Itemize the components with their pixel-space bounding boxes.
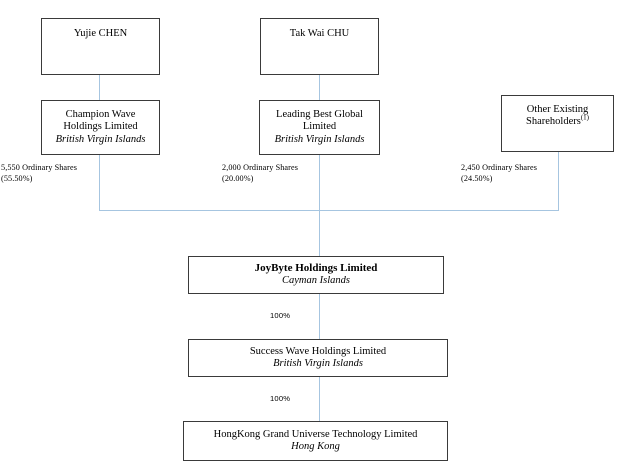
node-label-tak-wai-chu: Tak Wai CHU bbox=[289, 28, 350, 39]
node-label-yujie-chen: Yujie CHEN bbox=[73, 28, 128, 39]
node-joybyte-holdings[interactable]: JoyByte Holdings Limited Cayman Islands bbox=[188, 256, 444, 294]
node-other-existing-shareholders[interactable]: Other Existing Shareholders(1) bbox=[501, 95, 614, 152]
ownership-label-champion-wave: 5,550 Ordinary Shares (55.50%) bbox=[1, 162, 77, 184]
node-tak-wai-chu[interactable]: Tak Wai CHU bbox=[260, 18, 379, 75]
node-label-hongkong-grand: HongKong Grand Universe Technology Limit… bbox=[213, 428, 418, 440]
node-place-champion-wave: British Virgin Islands bbox=[55, 133, 146, 145]
ownership-shares-leading-best: 2,000 Ordinary Shares bbox=[222, 163, 298, 172]
node-champion-wave-holdings[interactable]: Champion Wave Holdings Limited British V… bbox=[41, 100, 160, 155]
connector-tak-to-leading bbox=[319, 75, 320, 100]
ownership-shares-other-shareholders: 2,450 Ordinary Shares bbox=[461, 163, 537, 172]
ownership-percent-leading-best: (20.00%) bbox=[222, 174, 254, 184]
connector-yujie-to-champion bbox=[99, 75, 100, 100]
node-label-success-wave: Success Wave Holdings Limited bbox=[249, 345, 387, 357]
connector-leading-to-bus bbox=[319, 155, 320, 211]
node-leading-best-global[interactable]: Leading Best Global Limited British Virg… bbox=[259, 100, 380, 155]
footnote-marker-icon: (1) bbox=[580, 113, 589, 122]
ownership-label-leading-best: 2,000 Ordinary Shares (20.00%) bbox=[222, 162, 298, 184]
connector-joybyte-to-success bbox=[319, 294, 320, 339]
node-label-champion-wave-line1: Champion Wave bbox=[65, 108, 136, 120]
pct-text-joybyte-success: 100% bbox=[270, 311, 291, 320]
node-place-joybyte: Cayman Islands bbox=[282, 275, 350, 287]
connector-other-to-bus bbox=[558, 152, 559, 211]
node-place-leading-best: British Virgin Islands bbox=[274, 133, 365, 145]
node-yujie-chen[interactable]: Yujie CHEN bbox=[41, 18, 160, 75]
ownership-percent-success-to-hongkong: 100% bbox=[270, 394, 290, 403]
node-label-leading-best-line1: Leading Best Global bbox=[276, 108, 363, 120]
node-place-success-wave: British Virgin Islands bbox=[273, 358, 363, 369]
connector-success-to-hongkong bbox=[319, 377, 320, 421]
connector-champion-to-bus bbox=[99, 155, 100, 211]
node-label-joybyte: JoyByte Holdings Limited bbox=[254, 262, 378, 275]
node-hongkong-grand-universe[interactable]: HongKong Grand Universe Technology Limit… bbox=[183, 421, 448, 461]
pct-text-success-hongkong: 100% bbox=[270, 394, 291, 403]
ownership-percent-joybyte-to-success: 100% bbox=[270, 311, 290, 320]
other-shareholders-text: Shareholders bbox=[526, 116, 581, 128]
ownership-percent-other-shareholders: (24.50%) bbox=[461, 174, 493, 184]
node-place-hongkong-grand: Hong Kong bbox=[291, 441, 340, 452]
node-success-wave-holdings[interactable]: Success Wave Holdings Limited British Vi… bbox=[188, 339, 448, 377]
ownership-percent-champion-wave: (55.50%) bbox=[1, 174, 33, 184]
node-label-other-shareholders-line1: Other Existing bbox=[526, 104, 589, 115]
node-label-other-shareholders-line2: Shareholders(1) bbox=[502, 113, 613, 128]
connector-shareholder-bus bbox=[99, 210, 559, 211]
connector-bus-to-joybyte bbox=[319, 210, 320, 256]
ownership-shares-champion-wave: 5,550 Ordinary Shares bbox=[1, 163, 77, 172]
node-label-leading-best-line2: Limited bbox=[302, 121, 337, 133]
node-label-champion-wave-line2: Holdings Limited bbox=[63, 121, 138, 133]
ownership-label-other-shareholders: 2,450 Ordinary Shares (24.50%) bbox=[461, 162, 537, 184]
